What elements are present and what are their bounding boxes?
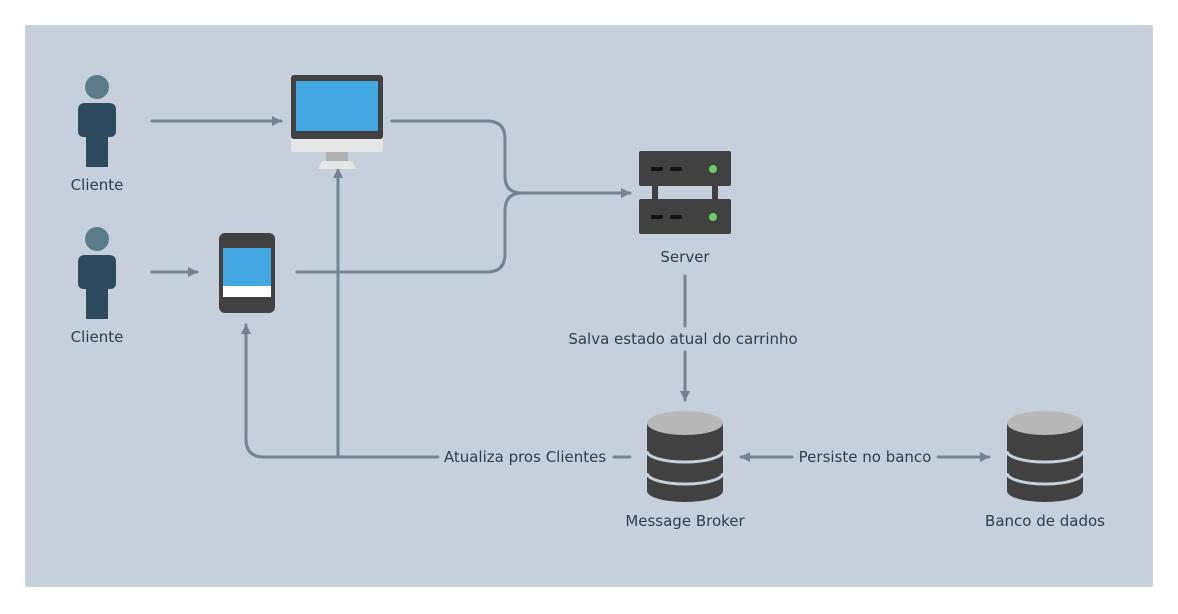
edge-label-update-clients: Atualiza pros Clientes [440, 448, 610, 466]
database-label: Banco de dados [985, 512, 1105, 530]
message-broker-label: Message Broker [625, 512, 745, 530]
server-label: Server [660, 248, 710, 266]
database-icon [645, 411, 725, 502]
mobile-phone-icon [219, 233, 275, 313]
desktop-monitor-icon [291, 75, 383, 169]
client-2-label: Cliente [70, 328, 124, 346]
person-icon [78, 227, 116, 319]
diagram-panel [25, 25, 1153, 587]
client-1-label: Cliente [70, 176, 124, 194]
database-icon [1005, 411, 1085, 502]
edge-phone-server [295, 191, 524, 274]
server-rack-icon [639, 151, 731, 234]
edge-label-persist-db: Persiste no banco [795, 448, 935, 466]
person-icon [78, 75, 116, 167]
edge-broker-clients-return [241, 323, 440, 459]
edge-label-save-cart: Salva estado atual do carrinho [565, 330, 801, 348]
edge-desktop-server [390, 119, 632, 198]
